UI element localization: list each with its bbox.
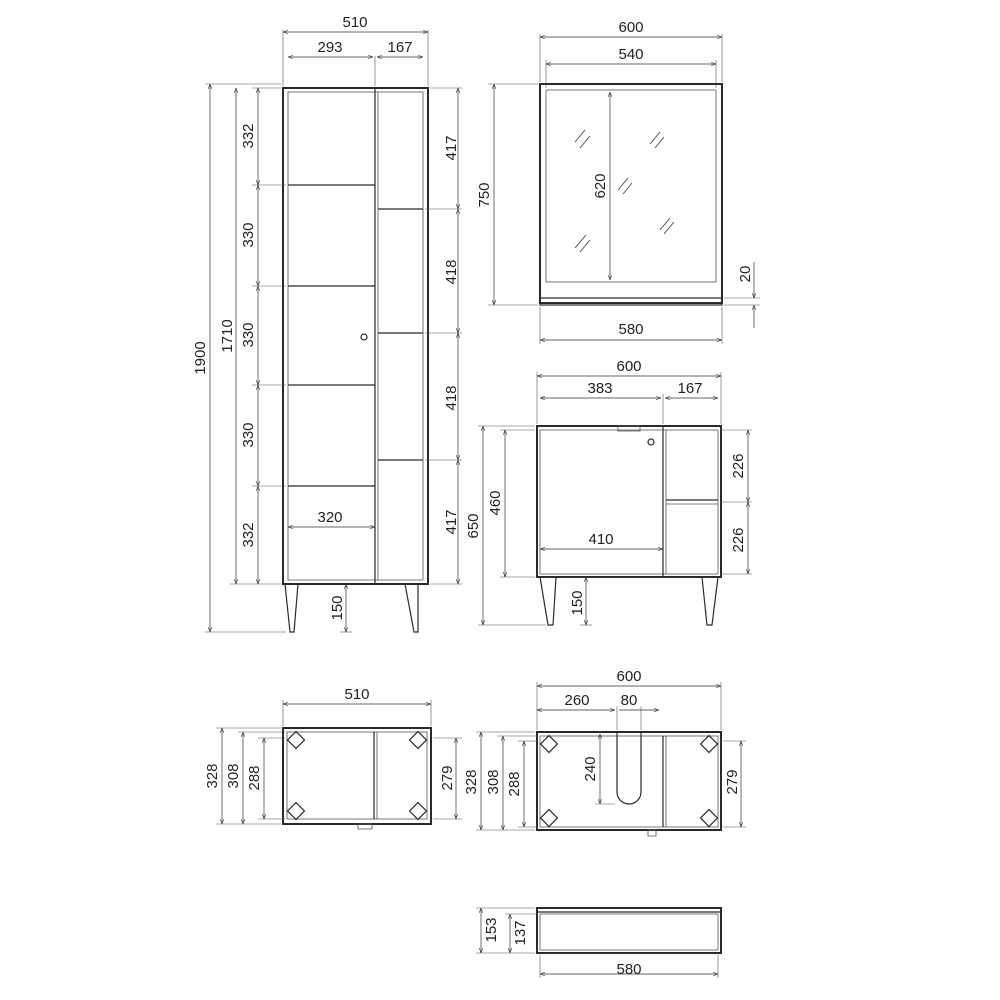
- tall-open-width-label: 167: [387, 39, 412, 56]
- tall-inner-width-label: 320: [317, 509, 342, 526]
- tall-leg-height-label: 150: [329, 595, 346, 620]
- shelf-width-label: 580: [616, 961, 641, 978]
- vanity-dimensions: 600 383 167 226 226 460 650 410 150: [465, 358, 752, 626]
- shelf-d2-label: 137: [512, 920, 529, 945]
- shelf-dimensions: 153 137 580: [476, 907, 719, 978]
- tall-cabinet-plan: [282, 727, 432, 830]
- tall-cabinet-dimensions: 510 293 167 1900 1710 332 330 330 330 33…: [192, 14, 462, 633]
- tall-left-shelf-3: 330: [240, 322, 257, 347]
- tall-right-shelf-1: 417: [443, 135, 460, 160]
- vanity-plan-d3: 288: [506, 771, 523, 796]
- tall-plan-width-label: 510: [344, 686, 369, 703]
- vanity-knob-icon: [647, 438, 655, 446]
- vanity-plan-d4: 279: [724, 769, 741, 794]
- tall-height-total-label: 1900: [192, 341, 209, 374]
- vanity-total-height-label: 650: [465, 513, 482, 538]
- shelf-plan: [536, 907, 722, 954]
- vanity-plan-d2: 308: [485, 769, 502, 794]
- vanity-plan: [536, 731, 722, 837]
- mirror-inner-width-label: 540: [618, 46, 643, 63]
- mirror-width-label: 600: [618, 19, 643, 36]
- tall-cabinet-front: [282, 87, 429, 633]
- shelf-d1-label: 153: [483, 917, 500, 942]
- tall-plan-d3: 288: [246, 765, 263, 790]
- vanity-shelf-lower-label: 226: [730, 527, 747, 552]
- mirror-dimensions: 600 540 620 750 20 580: [476, 19, 760, 344]
- vanity-front: [536, 425, 722, 626]
- mirror-height-label: 750: [476, 182, 493, 207]
- vanity-width-label: 600: [616, 358, 641, 375]
- vanity-inner-width-label: 410: [588, 531, 613, 548]
- knob-icon: [360, 333, 368, 341]
- tall-left-shelf-5: 332: [240, 522, 257, 547]
- vanity-plan-cutout-depth-label: 240: [582, 756, 599, 781]
- vanity-open-width-label: 167: [677, 380, 702, 397]
- tall-door-width-label: 293: [317, 39, 342, 56]
- vanity-plan-width-label: 600: [616, 668, 641, 685]
- vanity-foot-icon: [539, 734, 719, 828]
- tall-width-label: 510: [342, 14, 367, 31]
- mirror-shelf-thickness-label: 20: [737, 266, 754, 283]
- vanity-plan-d1: 328: [463, 769, 480, 794]
- vanity-plan-offset-label: 260: [564, 692, 589, 709]
- mirror-glass-height-label: 620: [592, 173, 609, 198]
- vanity-leg-height-label: 150: [569, 590, 586, 615]
- tall-height-body-label: 1710: [219, 319, 236, 352]
- tall-left-shelf-1: 332: [240, 123, 257, 148]
- vanity-shelf-upper-label: 226: [730, 453, 747, 478]
- foot-icon: [286, 730, 428, 821]
- tall-right-shelf-3: 418: [443, 385, 460, 410]
- tall-right-shelf-2: 418: [443, 259, 460, 284]
- vanity-plan-dimensions: 600 260 80 240 328 308 288 279: [463, 668, 746, 831]
- mirror-front: [539, 83, 723, 306]
- vanity-body-height-label: 460: [487, 490, 504, 515]
- tall-plan-d2: 308: [225, 763, 242, 788]
- tall-plan-dimensions: 510 328 308 288 279: [204, 686, 462, 825]
- tall-left-shelf-4: 330: [240, 422, 257, 447]
- vanity-door-width-label: 383: [587, 380, 612, 397]
- mirror-shelf-width-label: 580: [618, 321, 643, 338]
- tall-plan-d4: 279: [439, 765, 456, 790]
- tall-right-shelf-4: 417: [443, 509, 460, 534]
- tall-plan-d1: 328: [204, 763, 221, 788]
- vanity-plan-cutout-label: 80: [621, 692, 638, 709]
- tall-left-shelf-2: 330: [240, 222, 257, 247]
